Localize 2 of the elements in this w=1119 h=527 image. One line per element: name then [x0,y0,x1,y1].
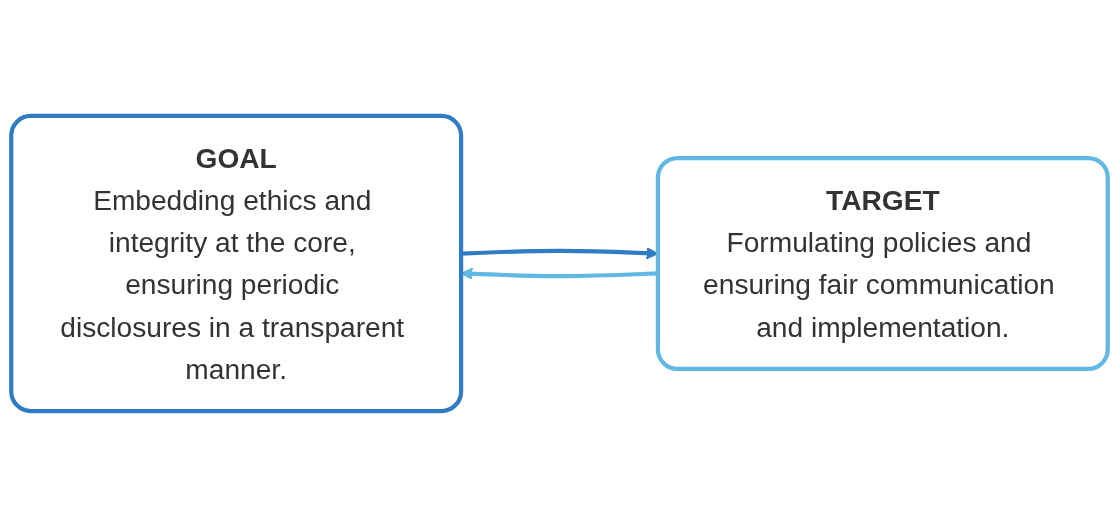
node-box: TARGET Formulating policies and ensuring fair communication and implementation. [655,155,1110,372]
node-box: GOAL Embedding ethics and integrity at the core, ensuring periodic disclosures in a transparent manner. [9,113,464,414]
